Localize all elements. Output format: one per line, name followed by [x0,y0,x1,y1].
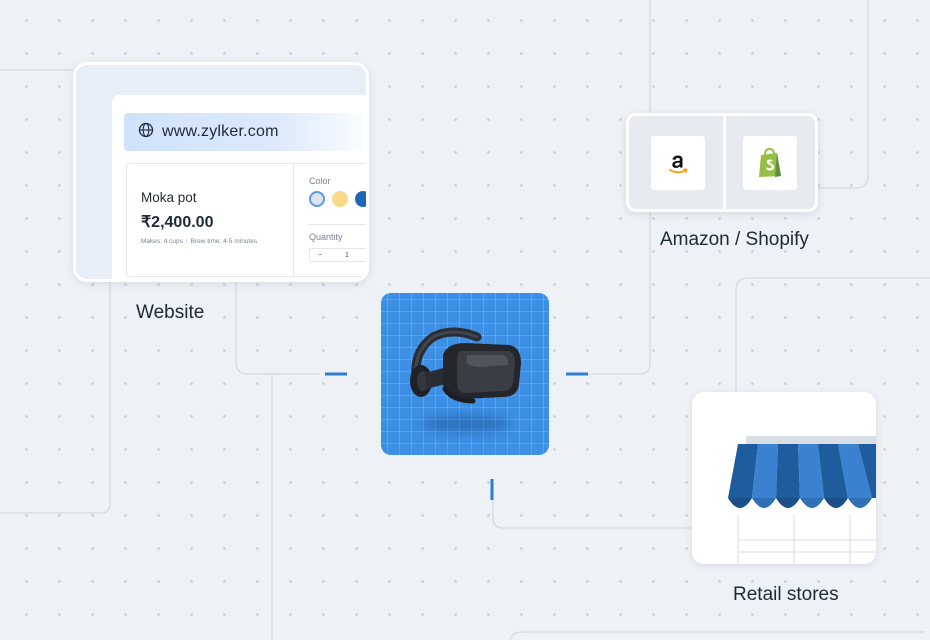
website-label: Website [136,302,205,323]
amazon-icon [669,155,688,174]
product-shadow [421,415,511,433]
marketplace-divider [723,116,726,209]
marketplace-label: Amazon / Shopify [660,229,809,250]
retail-card [692,392,876,564]
product-panel: Moka pot ₹2,400.00 Makes: 4 cups|Brew ti… [126,163,366,278]
quantity-value: 1 [345,251,349,259]
shopify-logo-tile [743,136,797,190]
quantity-minus-button[interactable]: − [317,251,323,259]
product-meta: Makes: 4 cups|Brew time: 4-5 minutes [141,238,258,245]
amazon-logo-tile [651,136,705,190]
color-swatches [309,191,366,207]
quantity-stepper[interactable]: − 1 [309,248,366,262]
meta-brew: Brew time: 4-5 minutes [190,238,258,245]
panel-divider [293,164,294,278]
product-image-tile [381,293,549,455]
meta-makes: Makes: 4 cups [141,238,183,245]
color-swatch-yellow[interactable] [332,191,348,207]
url-text: www.zylker.com [162,123,279,140]
website-page: www.zylker.com Moka pot ₹2,400.00 Makes:… [112,95,366,279]
storefront-icon [728,436,876,564]
color-swatch-gray[interactable] [309,191,325,207]
vr-headset-icon [410,327,521,404]
color-label: Color [309,176,331,186]
globe-icon [138,122,154,143]
quantity-divider [309,224,366,225]
product-name: Moka pot [141,190,197,205]
color-swatch-blue[interactable] [355,191,366,207]
marketplace-card [626,113,818,212]
url-bar: www.zylker.com [124,113,366,151]
website-card: www.zylker.com Moka pot ₹2,400.00 Makes:… [73,62,369,282]
product-price: ₹2,400.00 [141,214,214,231]
shopify-icon [759,147,781,177]
quantity-label: Quantity [309,232,343,242]
retail-label: Retail stores [733,584,839,605]
